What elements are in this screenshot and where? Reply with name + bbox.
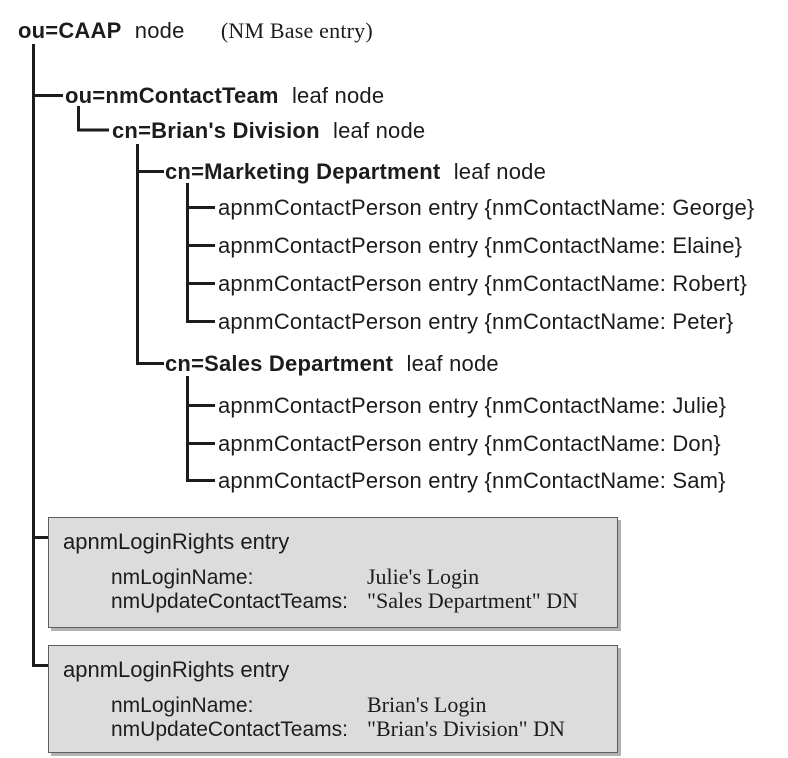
login-rights-box-julie: apnmLoginRights entry nmLoginName: Julie… — [48, 517, 618, 628]
attribute-row: nmUpdateContactTeams: "Brian's Division"… — [111, 717, 565, 741]
contact-person-entry-robert: apnmContactPerson entry {nmContactName: … — [218, 271, 748, 296]
attribute-label: nmLoginName: — [111, 694, 254, 717]
root-node-row: ou=CAAP node (NM Base entry) — [18, 19, 373, 43]
node-type-label: leaf node — [453, 159, 547, 184]
attribute-label: nmUpdateContactTeams: — [111, 718, 348, 741]
login-rights-attributes: nmLoginName: Julie's Login nmUpdateConta… — [111, 565, 578, 613]
node-name: cn=Brian's Division — [112, 118, 320, 143]
attribute-row: nmUpdateContactTeams: "Sales Department"… — [111, 589, 578, 613]
contact-person-entry-julie: apnmContactPerson entry {nmContactName: … — [218, 393, 727, 418]
attribute-value: Julie's Login — [367, 564, 480, 589]
node-type-label: leaf node — [406, 351, 499, 376]
branch-sales-child-3 — [186, 376, 215, 482]
login-rights-attributes: nmLoginName: Brian's Login nmUpdateConta… — [111, 693, 565, 741]
node-type-label: leaf node — [333, 118, 426, 143]
login-rights-title: apnmLoginRights entry — [63, 529, 290, 554]
attribute-value: "Sales Department" DN — [367, 588, 579, 613]
contact-person-entry-peter: apnmContactPerson entry {nmContactName: … — [218, 309, 734, 334]
attribute-label: nmLoginName: — [111, 566, 254, 589]
branch-marketing-child-4 — [186, 183, 215, 323]
attribute-row: nmLoginName: Julie's Login — [111, 565, 578, 589]
tree-node-nm-contact-team: ou=nmContactTeam leaf node — [65, 84, 384, 108]
trunk-line — [32, 44, 48, 667]
root-node-type-label: node — [134, 18, 185, 43]
node-name: cn=Sales Department — [165, 351, 394, 376]
contact-person-entry-george: apnmContactPerson entry {nmContactName: … — [218, 195, 755, 220]
login-rights-box-brian: apnmLoginRights entry nmLoginName: Brian… — [48, 645, 618, 753]
node-name: ou=nmContactTeam — [65, 83, 279, 108]
attribute-row: nmLoginName: Brian's Login — [111, 693, 565, 717]
tree-node-sales-department: cn=Sales Department leaf node — [165, 352, 499, 376]
tree-node-brians-division: cn=Brian's Division leaf node — [112, 119, 425, 143]
node-name: cn=Marketing Department — [165, 159, 441, 184]
contact-person-entry-sam: apnmContactPerson entry {nmContactName: … — [218, 468, 726, 493]
node-type-label: leaf node — [291, 83, 385, 108]
attribute-value: "Brian's Division" DN — [367, 716, 565, 741]
attribute-label: nmUpdateContactTeams: — [111, 590, 348, 613]
root-node-annotation: (NM Base entry) — [220, 18, 373, 43]
branch-brians-division — [77, 106, 109, 132]
root-node-name: ou=CAAP — [18, 18, 122, 43]
branch-sales-department — [136, 144, 164, 365]
login-rights-title: apnmLoginRights entry — [63, 657, 290, 682]
contact-person-entry-elaine: apnmContactPerson entry {nmContactName: … — [218, 233, 743, 258]
contact-person-entry-don: apnmContactPerson entry {nmContactName: … — [218, 431, 721, 456]
tree-node-marketing-department: cn=Marketing Department leaf node — [165, 160, 546, 184]
attribute-value: Brian's Login — [367, 692, 487, 717]
